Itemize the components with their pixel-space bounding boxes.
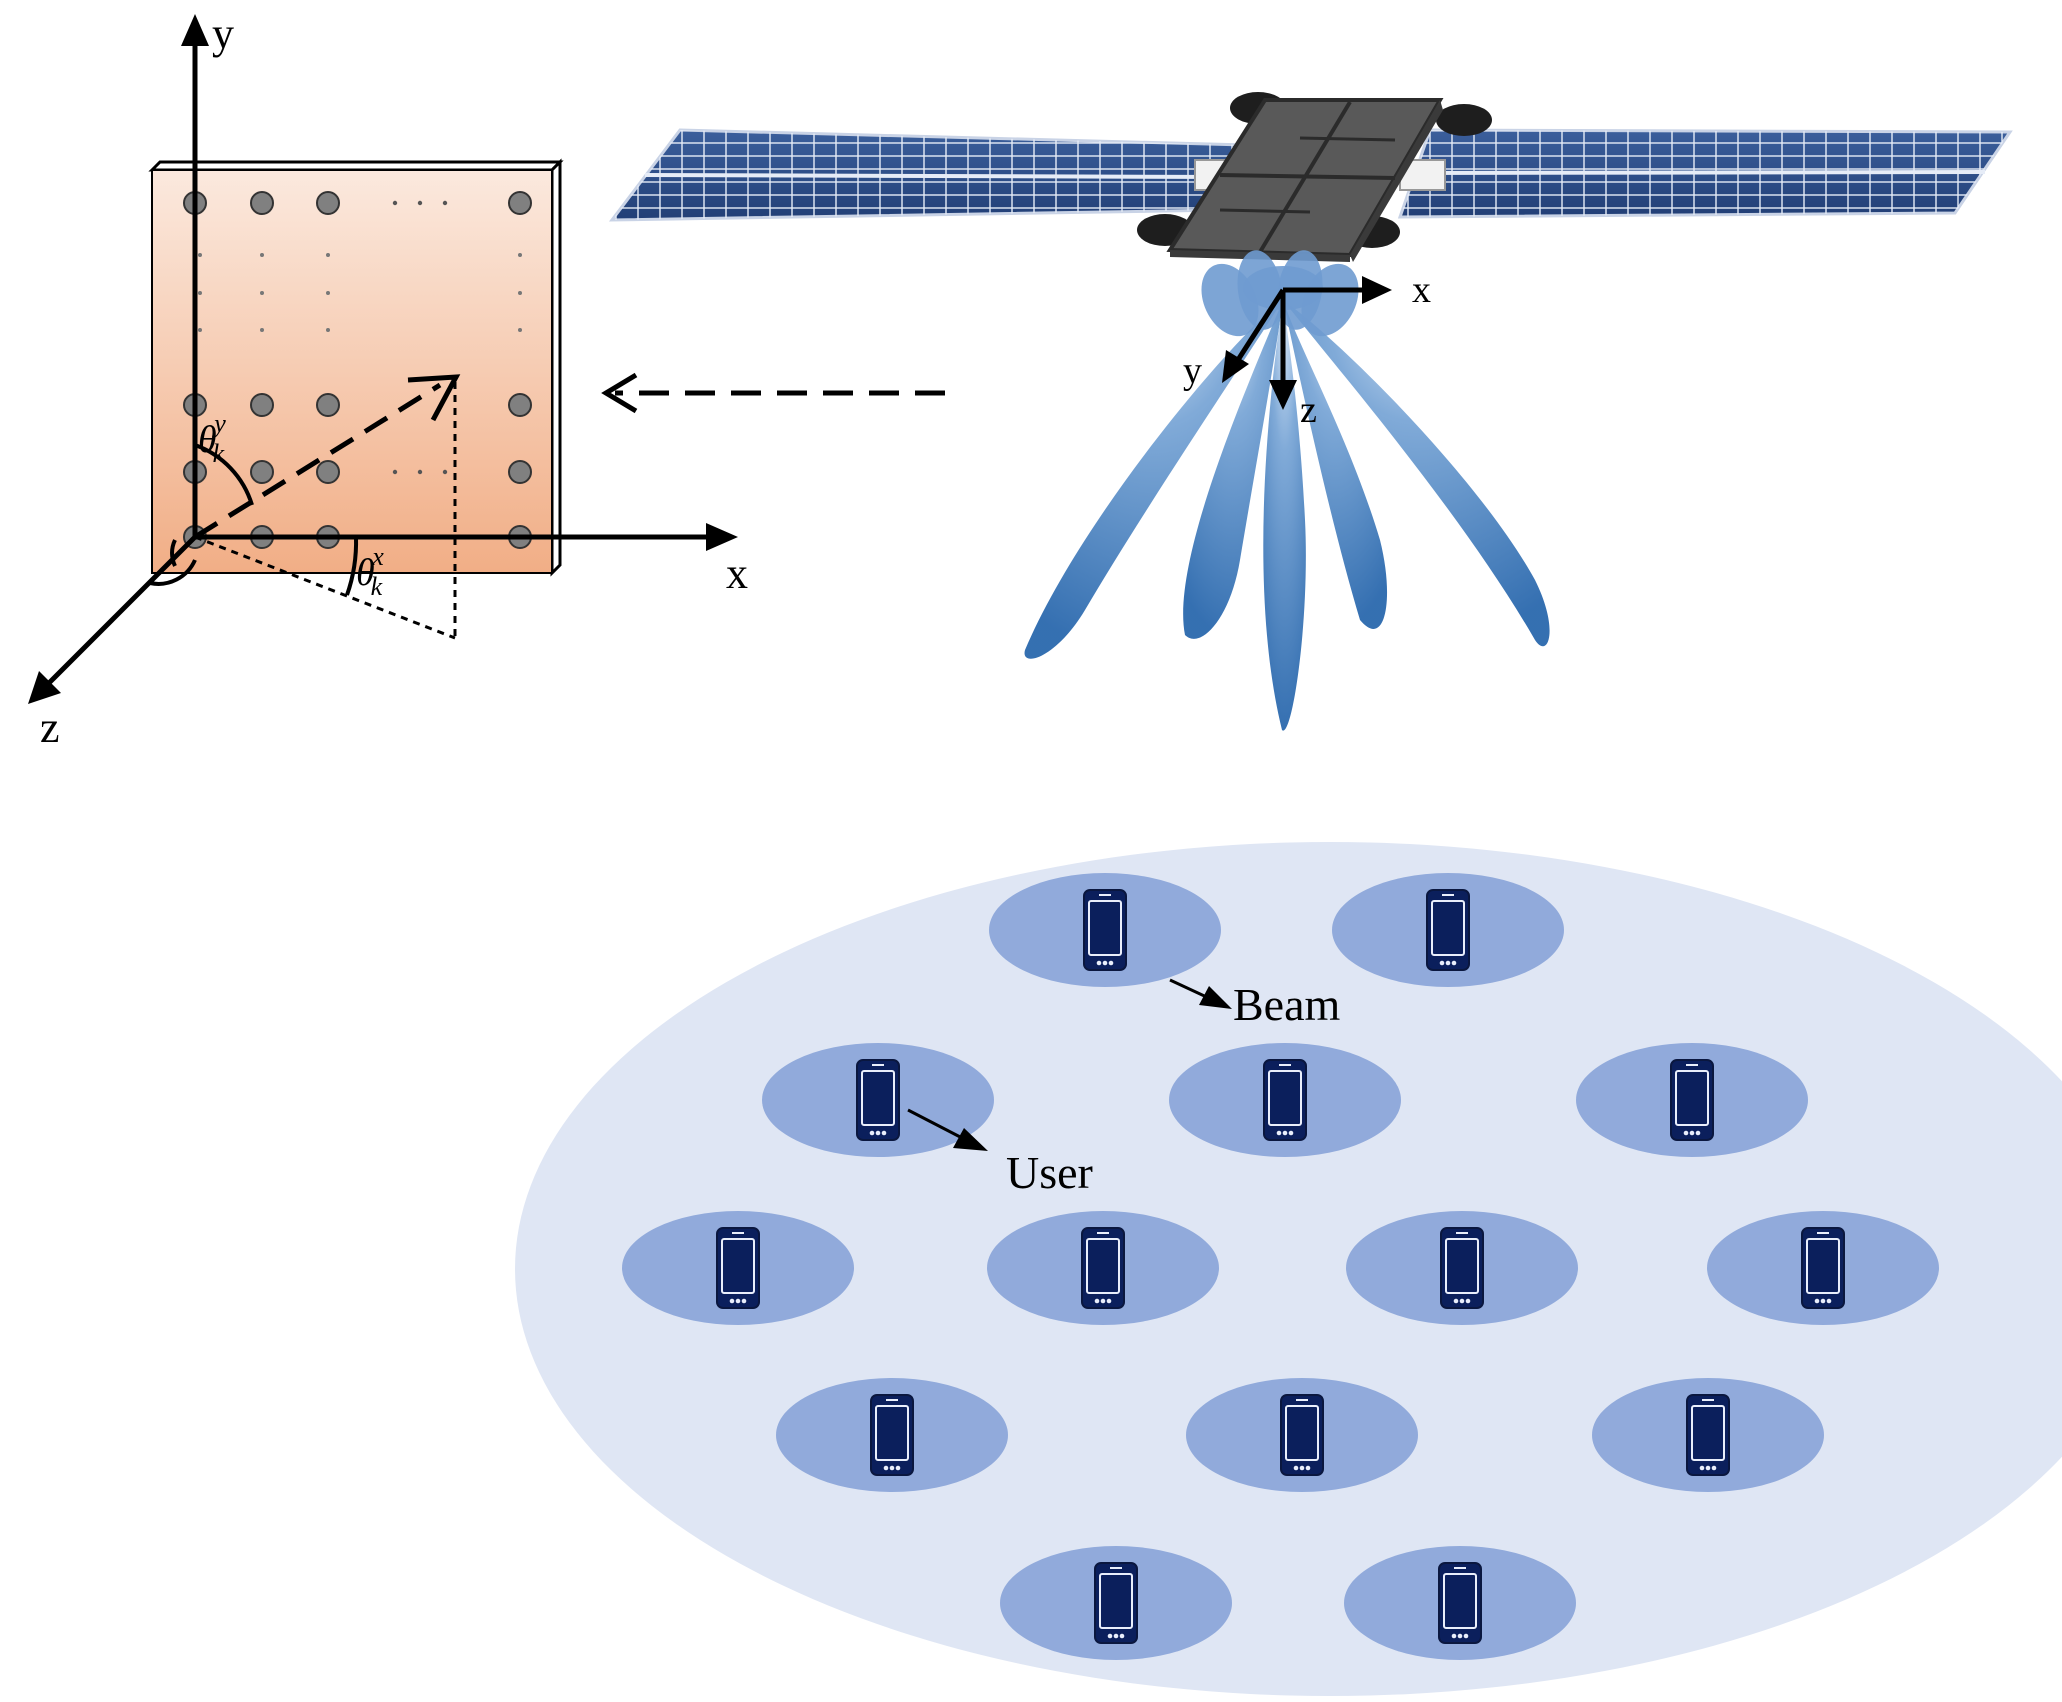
user-phone-icon bbox=[856, 1059, 900, 1141]
sat-z-arrowhead bbox=[1269, 380, 1297, 410]
user-phone-icon bbox=[870, 1394, 914, 1476]
sat-z-label: z bbox=[1300, 389, 1317, 431]
ellipsis-dot bbox=[518, 328, 522, 332]
panel-top-edge bbox=[148, 160, 564, 172]
elevation-angle-arc bbox=[194, 443, 254, 506]
antenna-element bbox=[508, 191, 532, 215]
ellipsis-dot bbox=[260, 291, 264, 295]
user-label: User bbox=[1006, 1147, 1093, 1198]
signal-direction bbox=[149, 374, 461, 640]
antenna-element bbox=[316, 460, 340, 484]
antenna-element bbox=[508, 460, 532, 484]
satellite-axes bbox=[1222, 276, 1392, 410]
array-x-arrowhead bbox=[706, 523, 738, 551]
ellipsis-dot bbox=[326, 328, 330, 332]
beam-lobes bbox=[1024, 250, 1550, 731]
planar-antenna-array bbox=[148, 158, 564, 577]
antenna-element bbox=[508, 393, 532, 417]
beam-lobe bbox=[1183, 300, 1283, 639]
ellipsis-dot bbox=[392, 200, 398, 206]
ellipsis-dot bbox=[442, 469, 448, 475]
beam-lobe bbox=[1283, 300, 1550, 647]
ellipsis-dot bbox=[417, 469, 423, 475]
user-phone-icon bbox=[1670, 1059, 1714, 1141]
direction-arrowhead bbox=[407, 374, 461, 422]
beam-callout-arrowhead bbox=[1199, 986, 1232, 1009]
ellipsis-dot bbox=[518, 291, 522, 295]
antenna-element bbox=[316, 191, 340, 215]
user-phone-icon bbox=[1426, 889, 1470, 971]
beam-label: Beam bbox=[1233, 979, 1341, 1030]
array-x-label: x bbox=[726, 549, 748, 598]
ellipsis-dot bbox=[326, 291, 330, 295]
ellipsis-dot bbox=[198, 253, 202, 257]
ellipsis-dot bbox=[260, 253, 264, 257]
direction-vector bbox=[193, 382, 442, 540]
panel-face bbox=[151, 169, 553, 574]
ellipsis-dot bbox=[392, 469, 398, 475]
user-phone-icon bbox=[1094, 1562, 1138, 1644]
sat-y-arrowhead bbox=[1222, 350, 1249, 383]
sat-y-label: y bbox=[1183, 350, 1202, 392]
zoom-arrowhead bbox=[601, 372, 638, 414]
ellipsis-dot bbox=[417, 200, 423, 206]
ellipsis-dot bbox=[198, 328, 202, 332]
user-phone-icon bbox=[1081, 1227, 1125, 1309]
sat-y-axis bbox=[1233, 288, 1286, 365]
user-phone-icon bbox=[1280, 1394, 1324, 1476]
user-callout: User bbox=[907, 1108, 1093, 1198]
solar-panel-right bbox=[1397, 128, 2013, 219]
ellipsis-dot bbox=[326, 253, 330, 257]
antenna-elements bbox=[183, 191, 532, 549]
user-phone-icon bbox=[1801, 1227, 1845, 1309]
antenna-element bbox=[250, 460, 274, 484]
ellipsis-dot bbox=[260, 328, 264, 332]
antenna-element bbox=[316, 393, 340, 417]
user-phone-icon bbox=[1263, 1059, 1307, 1141]
array-z-arrowhead bbox=[28, 671, 61, 704]
antenna-element bbox=[250, 393, 274, 417]
satellite: x y z bbox=[608, 92, 2013, 731]
user-phone-icon bbox=[1438, 1562, 1482, 1644]
azimuth-angle-arc bbox=[345, 536, 359, 596]
user-callout-arrowhead bbox=[953, 1128, 988, 1151]
ellipsis-dot bbox=[198, 291, 202, 295]
sat-x-label: x bbox=[1412, 269, 1431, 311]
beam-lobe bbox=[1263, 300, 1306, 731]
solar-panel-left bbox=[608, 128, 1248, 222]
beam-callout: Beam bbox=[1169, 978, 1341, 1030]
user-phone-icon bbox=[1083, 889, 1127, 971]
elevation-angle-label: θky bbox=[198, 409, 226, 468]
beam-lobe bbox=[1283, 300, 1388, 629]
panel-side-edge bbox=[550, 158, 562, 577]
array-y-arrowhead bbox=[181, 14, 209, 46]
user-callout-line bbox=[907, 1108, 967, 1142]
array-z-axis bbox=[43, 535, 197, 689]
beam-lobe bbox=[1024, 300, 1283, 659]
array-z-label: z bbox=[40, 703, 60, 752]
array-y-label: y bbox=[212, 9, 234, 58]
sat-x-arrowhead bbox=[1362, 276, 1392, 304]
zoom-arrow bbox=[601, 372, 945, 414]
ellipsis-dot bbox=[518, 253, 522, 257]
user-phone-icon bbox=[716, 1227, 760, 1309]
origin-arc bbox=[149, 539, 197, 586]
beam-spots bbox=[622, 873, 1939, 1660]
azimuth-angle-label: θkx bbox=[356, 542, 384, 601]
antenna-element bbox=[250, 191, 274, 215]
array-axes bbox=[28, 14, 738, 704]
user-phone-icon bbox=[1686, 1394, 1730, 1476]
ellipsis-dot bbox=[442, 200, 448, 206]
user-phone-icon bbox=[1440, 1227, 1484, 1309]
